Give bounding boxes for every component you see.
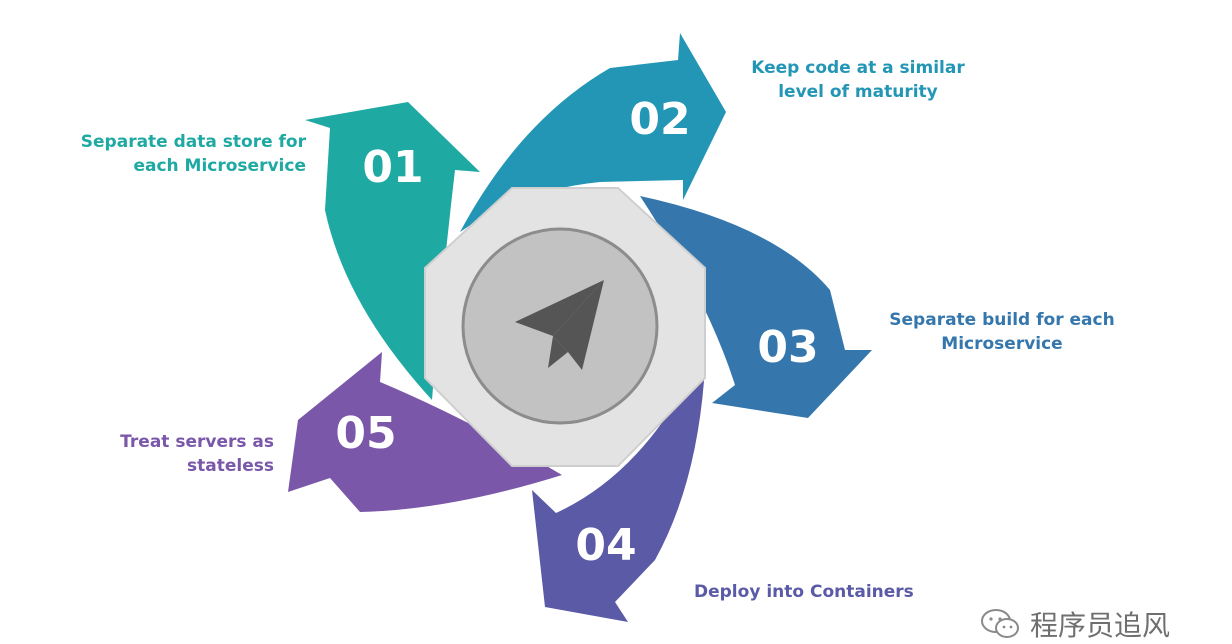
center-hub xyxy=(424,187,706,467)
step-02-label: Keep code at a similar level of maturity xyxy=(751,58,965,102)
step-05-label: Treat servers as stateless xyxy=(120,432,274,476)
step-05-number: 05 xyxy=(335,408,396,459)
arrow-04-shape xyxy=(532,345,706,622)
step-01-label: Separate data store for each Microservic… xyxy=(80,132,306,176)
arrow-05-shape xyxy=(288,352,562,512)
arrow-05: 05 xyxy=(288,352,562,512)
step-01-number: 01 xyxy=(362,142,423,193)
arrow-03-shape xyxy=(640,196,872,418)
wechat-icon xyxy=(980,609,1019,638)
arrow-04: 04 xyxy=(532,345,706,622)
paper-plane-icon xyxy=(515,280,604,370)
watermark: 程序员追风 xyxy=(980,604,1170,644)
step-04-label: Deploy into Containers xyxy=(694,582,914,602)
step-03-number: 03 xyxy=(757,322,818,373)
step-02-number: 02 xyxy=(629,94,690,145)
step-03-label: Separate build for each Microservice xyxy=(889,310,1115,354)
arrow-02: 02 xyxy=(460,33,726,232)
arrow-03: 03 xyxy=(640,196,872,418)
watermark-text: 程序员追风 xyxy=(1029,609,1170,642)
step-04-number: 04 xyxy=(575,520,636,571)
arrow-02-shape xyxy=(460,33,726,232)
